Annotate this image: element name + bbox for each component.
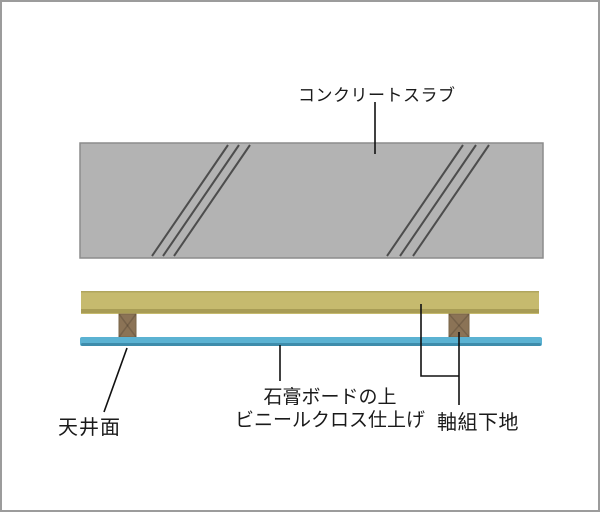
stud-right-x-mark	[448, 313, 470, 338]
stud-left-x-mark	[118, 313, 137, 338]
ceiling-panel-bottom-edge	[81, 343, 541, 346]
slab-hatch-line	[151, 144, 229, 257]
concrete-slab	[79, 142, 544, 259]
slab-hatch-line	[386, 144, 464, 257]
slab-hatch-line	[162, 144, 240, 257]
gypsum-finish-label-line2: ビニールクロス仕上げ	[235, 410, 426, 431]
slab-hatch-line	[399, 144, 477, 257]
gypsum-finish-label-line1: 石膏ボードの上	[263, 387, 397, 408]
furring-board	[81, 291, 539, 314]
frame-base-label: 軸組下地	[437, 412, 519, 434]
gypsum-finish-label: 石膏ボードの上 ビニールクロス仕上げ	[235, 386, 425, 432]
leader-ceiling-surface	[103, 347, 128, 413]
leader-frame-bracket	[420, 304, 459, 377]
slab-hatch-line	[173, 144, 251, 257]
furring-board-bottom-edge	[81, 309, 539, 313]
slab-hatch-left	[151, 144, 251, 257]
slab-hatch-right	[386, 144, 490, 257]
concrete-slab-label: コンクリートスラブ	[298, 86, 456, 105]
leader-lines	[103, 102, 460, 413]
furring-board-top-edge	[81, 291, 539, 293]
ceiling-surface-label: 天井面	[58, 417, 121, 439]
slab-hatch-line	[412, 144, 490, 257]
